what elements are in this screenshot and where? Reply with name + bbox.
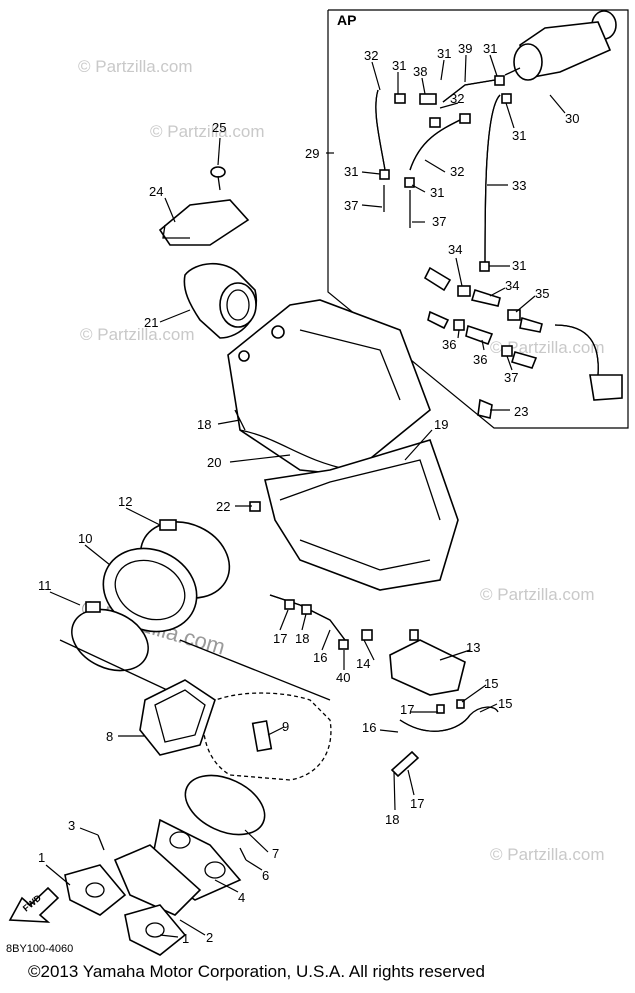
callout-1b: 1 bbox=[182, 931, 189, 946]
callout-17: 18 bbox=[385, 812, 399, 827]
callout-36: 36 bbox=[442, 337, 456, 352]
part-22-airbox-lower bbox=[264, 439, 459, 591]
callout-23: 20 bbox=[207, 455, 221, 470]
callout-30: 30 bbox=[565, 111, 579, 126]
callout-12: 13 bbox=[466, 640, 480, 655]
callout-34: 35 bbox=[535, 286, 549, 301]
callout-31: 31 bbox=[483, 41, 497, 56]
callout-18: 16 bbox=[313, 650, 327, 665]
callout-labels: 32 31 38 31 39 31 32 31 30 29 31 32 31 3… bbox=[38, 41, 579, 946]
callout-4: 4 bbox=[238, 890, 245, 905]
part-7-reed bbox=[139, 679, 216, 756]
callout-24: 21 bbox=[144, 315, 158, 330]
ap-inset: AP bbox=[326, 9, 629, 429]
callout-36: 37 bbox=[504, 370, 518, 385]
watermark-1: © Partzilla.com bbox=[78, 57, 193, 76]
callout-31: 31 bbox=[392, 58, 406, 73]
callout-13: 14 bbox=[356, 656, 370, 671]
callout-40: 40 bbox=[336, 670, 350, 685]
callout-6: 7 bbox=[272, 846, 279, 861]
callout-38: 38 bbox=[413, 64, 427, 79]
manifold-assembly bbox=[64, 774, 266, 956]
watermark-5: © Partzilla.com bbox=[480, 585, 595, 604]
callout-2: 2 bbox=[206, 930, 213, 945]
part-23-airbox-upper bbox=[227, 299, 431, 476]
watermark-3: © Partzilla.com bbox=[80, 325, 195, 344]
callout-3: 3 bbox=[68, 818, 75, 833]
callout-16: 17 bbox=[410, 796, 424, 811]
diagram-code: 8BY100-4060 bbox=[6, 943, 73, 955]
callout-5: 6 bbox=[262, 868, 269, 883]
callout-39: 39 bbox=[458, 41, 472, 56]
callout-15: 15 bbox=[484, 676, 498, 691]
callout-15: 16 bbox=[362, 720, 376, 735]
callout-10: 11 bbox=[38, 578, 52, 593]
callout-20: 18 bbox=[295, 631, 309, 646]
fuel-pump-assembly bbox=[249, 398, 499, 778]
callout-33: 34 bbox=[505, 278, 519, 293]
part-24-elbow bbox=[183, 262, 258, 339]
leader-lines bbox=[45, 54, 566, 938]
callout-25: 22 bbox=[216, 499, 230, 514]
front-arrow: FWD bbox=[8, 886, 60, 923]
callout-17: 17 bbox=[400, 702, 414, 717]
callout-26: 23 bbox=[514, 404, 528, 419]
callout-14: 15 bbox=[498, 696, 512, 711]
callout-31: 31 bbox=[430, 185, 444, 200]
part-27-bracket bbox=[158, 166, 250, 246]
callout-37: 37 bbox=[344, 198, 358, 213]
part-30-filter bbox=[504, 10, 617, 81]
callout-21: 18 bbox=[197, 417, 211, 432]
callout-28: 25 bbox=[212, 120, 226, 135]
callout-32: 33 bbox=[512, 178, 526, 193]
callout-29: 29 bbox=[305, 146, 319, 161]
callout-22: 19 bbox=[434, 417, 448, 432]
callout-34: 34 bbox=[448, 242, 462, 257]
callout-27: 24 bbox=[149, 184, 163, 199]
callout-31: 31 bbox=[512, 128, 526, 143]
callout-8: 9 bbox=[282, 719, 289, 734]
callout-1: 1 bbox=[38, 850, 45, 865]
callout-32: 32 bbox=[450, 91, 464, 106]
callout-37: 37 bbox=[432, 214, 446, 229]
watermark-2: © Partzilla.com bbox=[150, 122, 265, 141]
callout-19: 17 bbox=[273, 631, 287, 646]
callout-32: 32 bbox=[364, 48, 378, 63]
callout-7: 8 bbox=[106, 729, 113, 744]
intake-boots bbox=[71, 519, 231, 672]
callout-9: 10 bbox=[78, 531, 92, 546]
callout-32: 32 bbox=[450, 164, 464, 179]
callout-31: 31 bbox=[437, 46, 451, 61]
callout-11: 12 bbox=[118, 494, 132, 509]
watermark-6: © Partzilla.com bbox=[490, 845, 605, 864]
callout-35: 36 bbox=[473, 352, 487, 367]
callout-31: 31 bbox=[344, 164, 358, 179]
copyright-text: ©2013 Yamaha Motor Corporation, U.S.A. A… bbox=[28, 962, 485, 981]
callout-31: 31 bbox=[512, 258, 526, 273]
inset-label: AP bbox=[337, 12, 356, 28]
